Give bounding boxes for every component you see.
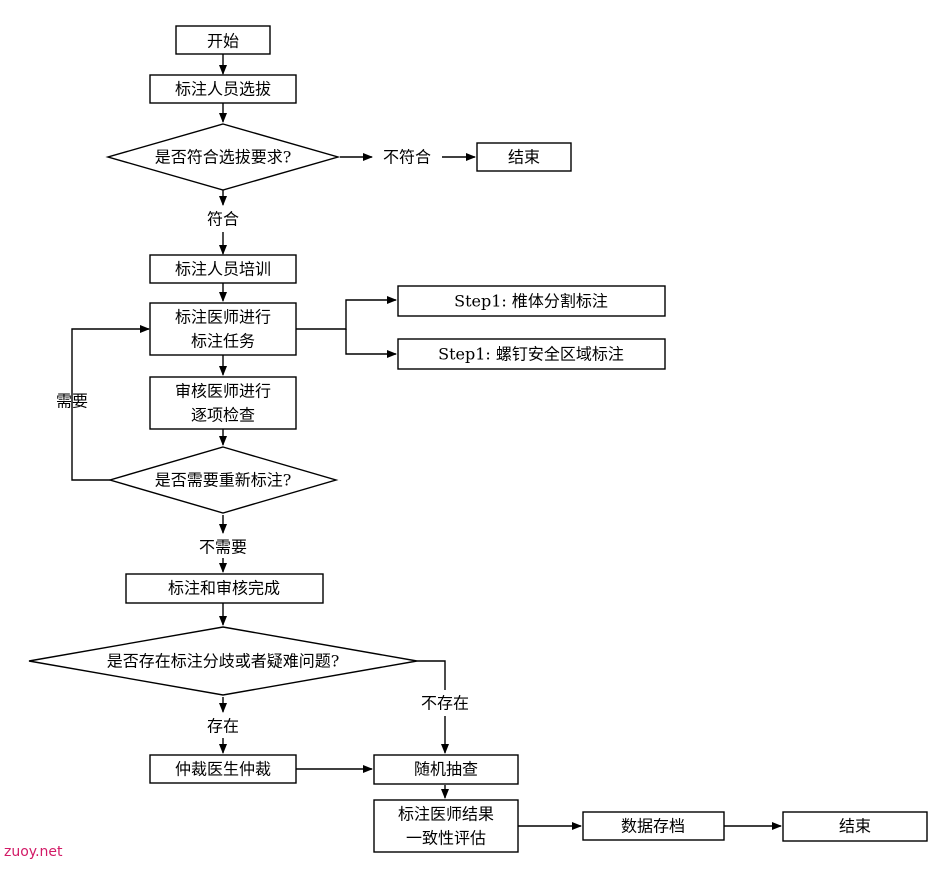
edge-label-not-qualified: 不符合	[383, 148, 431, 167]
arrow-loop-needed	[71, 325, 150, 481]
node-annotate-line1: 标注医师进行	[175, 308, 271, 327]
node-step-vertebra: Step1: 椎体分割标注	[397, 285, 666, 317]
node-end-bottom-label: 结束	[839, 817, 871, 836]
node-step-screw-label: Step1: 螺钉安全区域标注	[438, 345, 624, 364]
edge-label-not-needed: 不需要	[199, 538, 247, 557]
node-consistency: 标注医师结果 一致性评估	[373, 799, 519, 853]
decision-reannotate-label: 是否需要重新标注?	[155, 471, 292, 490]
decision-qualified-label: 是否符合选拔要求?	[155, 148, 292, 167]
node-step-screw: Step1: 螺钉安全区域标注	[397, 338, 666, 370]
node-consistency-line2: 一致性评估	[406, 829, 486, 848]
node-archive: 数据存档	[582, 811, 725, 841]
node-select: 标注人员选拔	[149, 74, 297, 104]
node-review-line1: 审核医师进行	[175, 382, 271, 401]
node-arbitration: 仲裁医生仲裁	[149, 754, 297, 784]
node-start-label: 开始	[207, 32, 239, 51]
node-done: 标注和审核完成	[125, 573, 324, 604]
edge-label-not-exists: 不存在	[421, 694, 469, 713]
watermark: zuoy.net	[4, 844, 63, 860]
node-archive-label: 数据存档	[621, 817, 685, 836]
arrow-annotate-to-step-vertebra	[296, 296, 397, 330]
node-arbitration-label: 仲裁医生仲裁	[175, 760, 271, 779]
node-select-label: 标注人员选拔	[175, 80, 271, 99]
node-training: 标注人员培训	[149, 254, 297, 284]
node-random-check-label: 随机抽查	[414, 760, 478, 779]
edge-label-needed: 需要	[56, 392, 88, 411]
node-end-top-label: 结束	[508, 148, 540, 167]
node-start: 开始	[175, 25, 271, 55]
node-training-label: 标注人员培训	[175, 260, 271, 279]
decision-dispute: 是否存在标注分歧或者疑难问题?	[28, 626, 418, 696]
node-step-vertebra-label: Step1: 椎体分割标注	[454, 292, 608, 311]
edge-label-exists: 存在	[207, 717, 239, 736]
node-done-label: 标注和审核完成	[168, 579, 280, 598]
node-consistency-line1: 标注医师结果	[398, 805, 494, 824]
node-annotate: 标注医师进行 标注任务	[149, 302, 297, 356]
node-end-top: 结束	[476, 142, 572, 172]
arrow-dispute-to-notexists	[417, 660, 446, 690]
node-end-bottom: 结束	[782, 811, 928, 842]
node-review: 审核医师进行 逐项检查	[149, 376, 297, 430]
connectors	[71, 54, 782, 830]
node-annotate-line2: 标注任务	[191, 332, 255, 351]
decision-qualified: 是否符合选拔要求?	[105, 123, 341, 191]
node-random-check: 随机抽查	[373, 754, 519, 785]
decision-dispute-label: 是否存在标注分歧或者疑难问题?	[107, 652, 340, 671]
edge-label-qualified: 符合	[207, 210, 239, 229]
node-review-line2: 逐项检查	[191, 406, 255, 425]
decision-reannotate: 是否需要重新标注?	[107, 446, 339, 514]
arrow-annotate-to-step-screw	[345, 329, 397, 358]
